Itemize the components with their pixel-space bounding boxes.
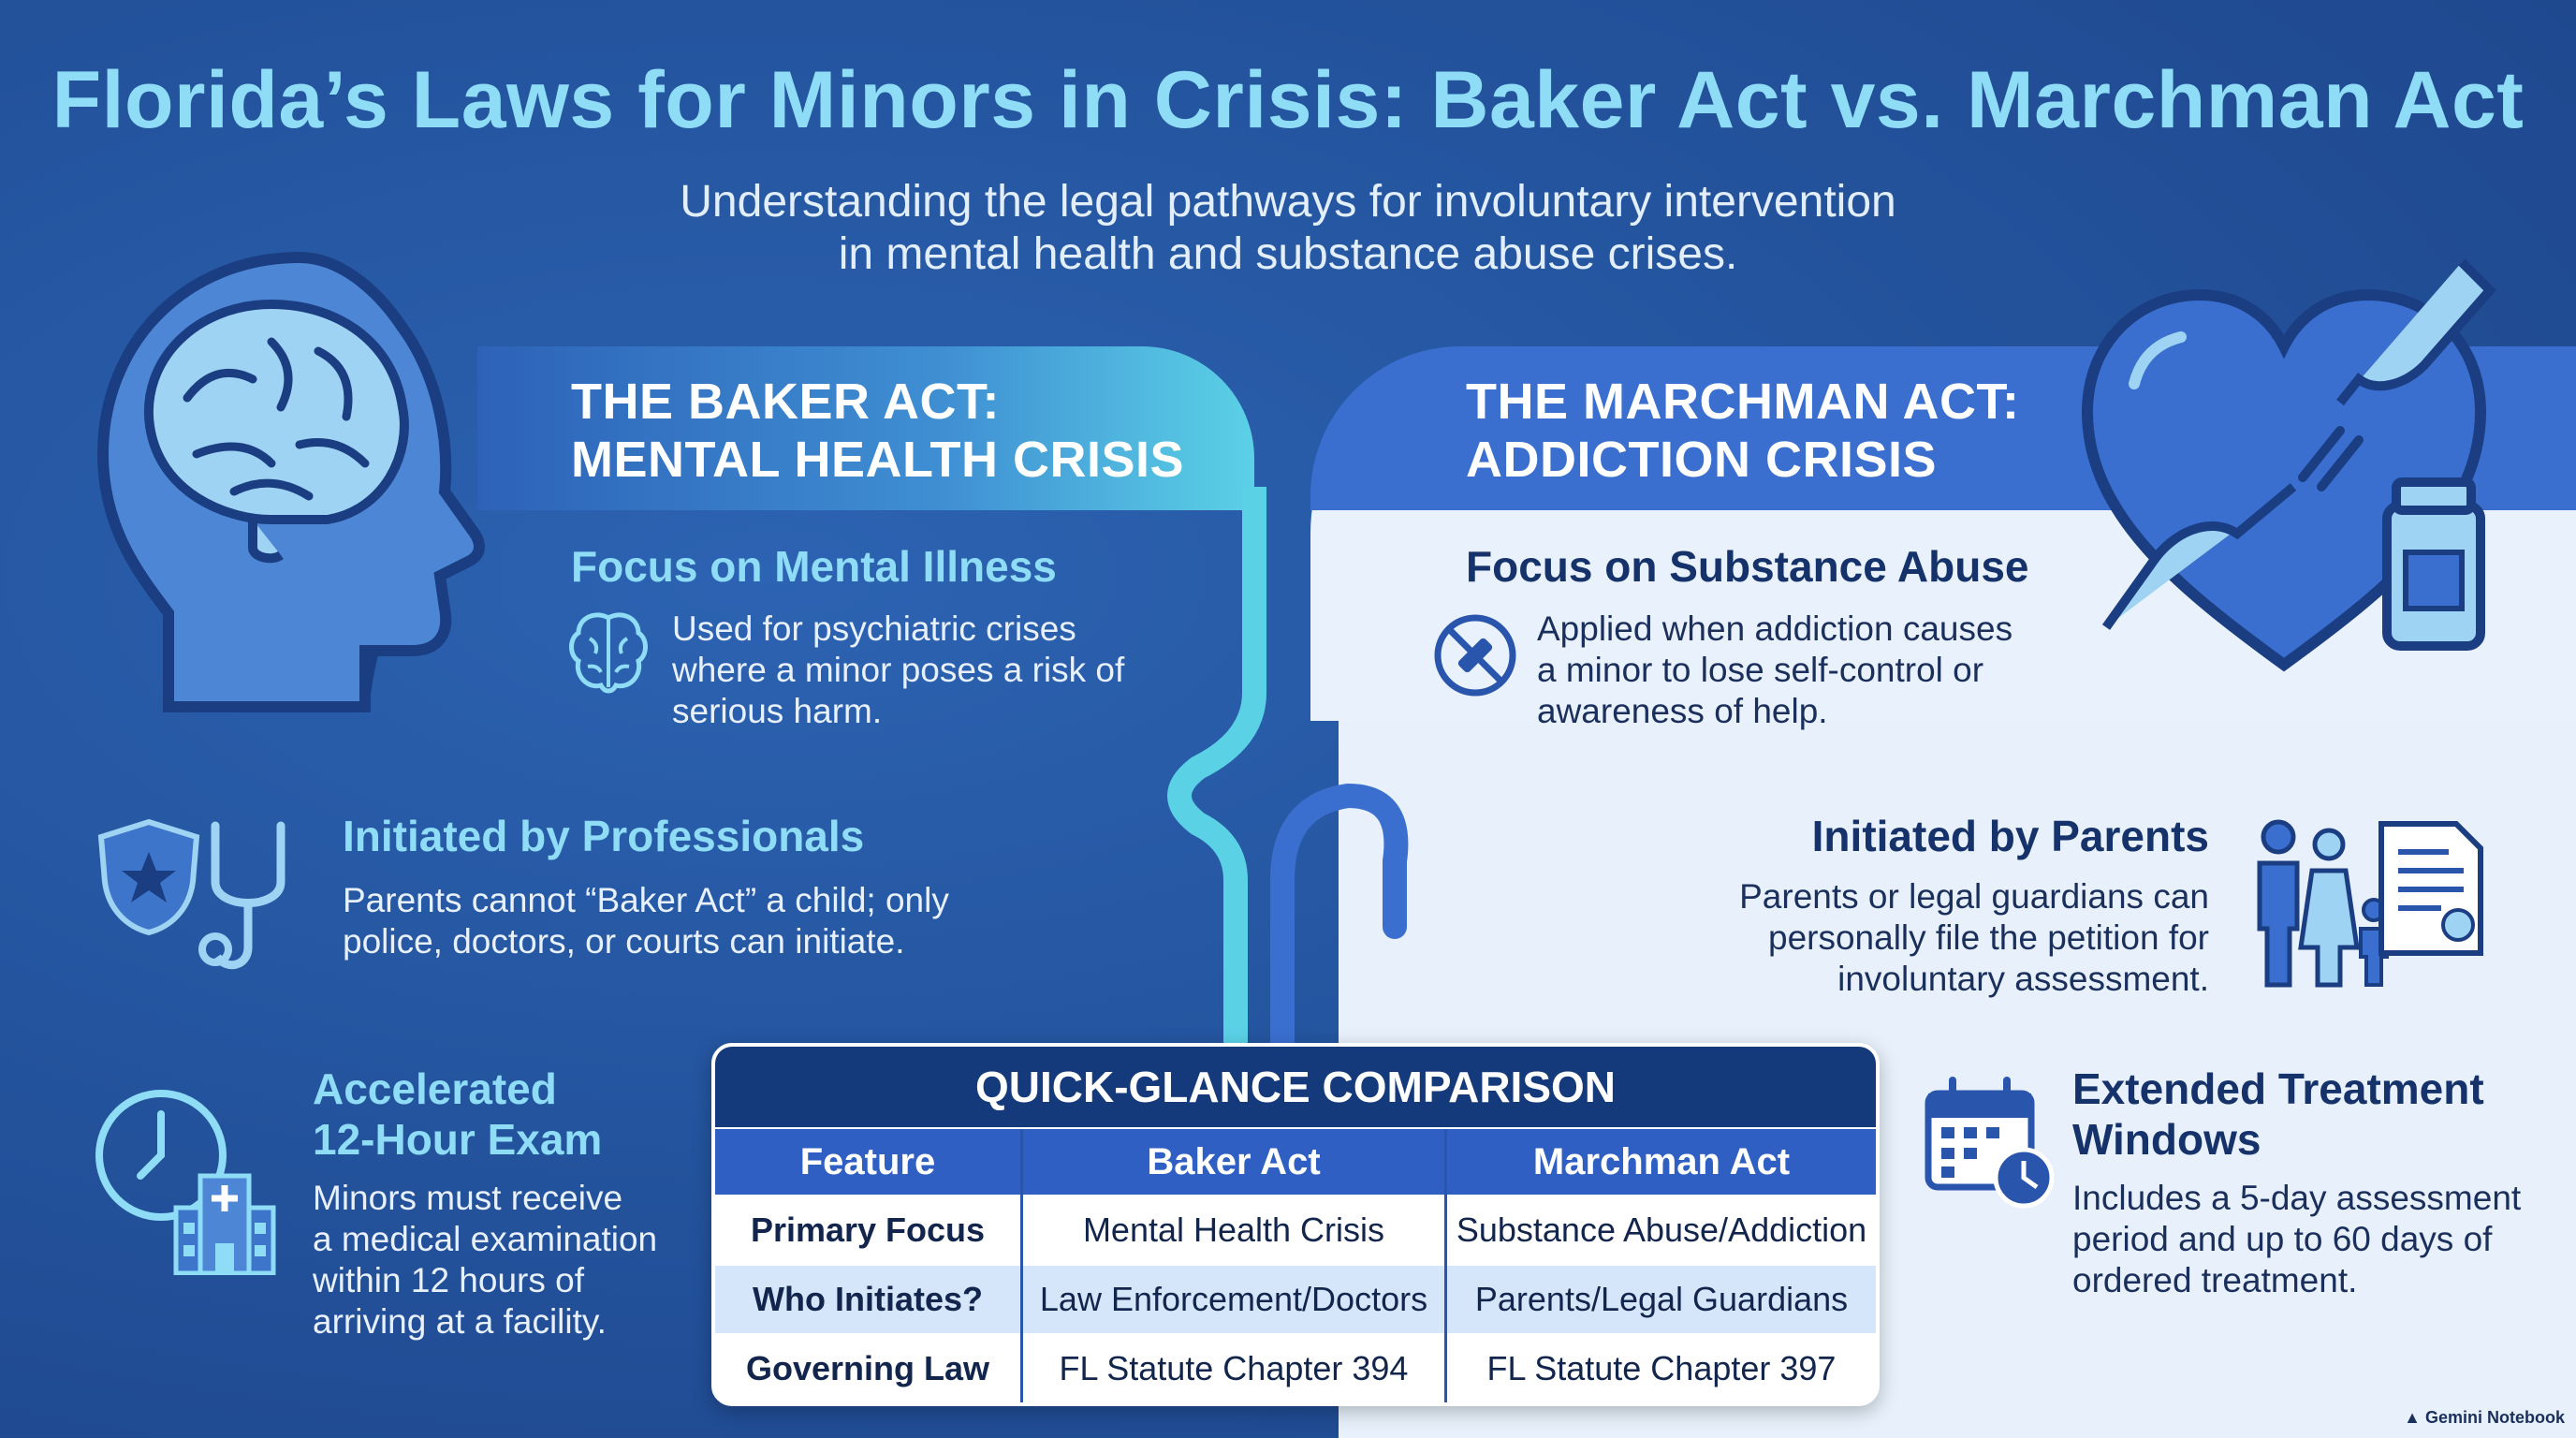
marchman-initiated-line-1: Parents or legal guardians can	[1739, 877, 2209, 916]
hospital-icon	[173, 1173, 276, 1275]
table-row-2-feature: Who Initiates?	[715, 1266, 1020, 1333]
table-row-1-marchman: Substance Abuse/Addiction	[1447, 1196, 1876, 1264]
brain-icon	[569, 612, 648, 694]
baker-exam-line-4: arriving at a facility.	[313, 1302, 607, 1341]
brand-icon: ▲	[2404, 1408, 2421, 1427]
table-divider-2	[1444, 1129, 1447, 1402]
marchman-initiated-title: Initiated by Parents	[1811, 812, 2209, 860]
police-badge-icon	[97, 818, 200, 936]
marchman-treatment-line-2: period and up to 60 days of	[2072, 1220, 2493, 1258]
table-row-3-baker: FL Statute Chapter 394	[1023, 1335, 1444, 1402]
comparison-table: QUICK-GLANCE COMPARISON Feature Baker Ac…	[711, 1043, 1880, 1406]
table-divider-1	[1020, 1129, 1023, 1402]
marchman-focus-title: Focus on Substance Abuse	[1466, 542, 2029, 591]
baker-focus-line-1: Used for psychiatric crises	[672, 609, 1076, 648]
marchman-header-line-1: THE MARCHMAN ACT:	[1466, 374, 2020, 430]
baker-header-band	[477, 346, 1254, 510]
table-row-3-feature: Governing Law	[715, 1335, 1020, 1402]
document-icon	[2378, 821, 2483, 956]
table-header-feature: Feature	[715, 1129, 1020, 1195]
marchman-treatment-line-1: Includes a 5-day assessment	[2072, 1179, 2522, 1217]
baker-initiated-line-2: police, doctors, or courts can initiate.	[343, 922, 905, 961]
brand-label: Gemini Notebook	[2424, 1408, 2565, 1427]
table-row-1-feature: Primary Focus	[715, 1196, 1020, 1264]
subtitle-line-2: in mental health and substance abuse cri…	[838, 229, 1738, 279]
marchman-focus-line-1: Applied when addiction causes	[1537, 609, 2013, 648]
marchman-treatment-title-line-1: Extended Treatment	[2072, 1064, 2484, 1113]
connector-ribbon	[1167, 487, 1409, 1067]
baker-initiated-title: Initiated by Professionals	[343, 812, 865, 860]
table-header-baker: Baker Act	[1023, 1129, 1444, 1195]
marchman-treatment-line-3: ordered treatment.	[2072, 1261, 2358, 1299]
marchman-initiated-line-3: involuntary assessment.	[1837, 960, 2209, 998]
stethoscope-icon	[198, 821, 285, 970]
baker-initiated-line-1: Parents cannot “Baker Act” a child; only	[343, 881, 949, 919]
clock-icon	[95, 1090, 227, 1221]
head-brain-icon	[96, 251, 485, 712]
marchman-treatment-title-line-2: Windows	[2072, 1115, 2261, 1164]
baker-exam-line-2: a medical examination	[313, 1220, 658, 1258]
table-header-marchman: Marchman Act	[1447, 1129, 1876, 1195]
family-icon	[2257, 819, 2389, 988]
baker-header-line-2: MENTAL HEALTH CRISIS	[571, 432, 1184, 488]
page-title: Florida’s Laws for Minors in Crisis: Bak…	[51, 55, 2525, 145]
table-title: QUICK-GLANCE COMPARISON	[715, 1047, 1876, 1127]
baker-focus-title: Focus on Mental Illness	[571, 542, 1057, 591]
baker-header-line-1: THE BAKER ACT:	[571, 374, 1000, 430]
table-row-2-marchman: Parents/Legal Guardians	[1447, 1266, 1876, 1333]
baker-exam-line-3: within 12 hours of	[313, 1261, 585, 1299]
baker-focus-line-3: serious harm.	[672, 692, 883, 730]
baker-exam-title-line-2: 12-Hour Exam	[313, 1115, 603, 1164]
table-row-2-baker: Law Enforcement/Doctors	[1023, 1266, 1444, 1333]
subtitle-line-1: Understanding the legal pathways for inv…	[680, 177, 1896, 227]
baker-focus-line-2: where a minor poses a risk of	[672, 651, 1125, 689]
marchman-focus-line-3: awareness of help.	[1537, 692, 1828, 730]
table-row-1-baker: Mental Health Crisis	[1023, 1196, 1444, 1264]
calendar-icon	[1925, 1077, 2055, 1209]
baker-exam-title-line-1: Accelerated	[313, 1064, 557, 1113]
heart-hands-icon	[2081, 258, 2496, 672]
footer-brand: ▲ Gemini Notebook	[2404, 1408, 2565, 1428]
baker-exam-line-1: Minors must receive	[313, 1179, 623, 1217]
table-row-3-marchman: FL Statute Chapter 397	[1447, 1335, 1876, 1402]
marchman-initiated-line-2: personally file the petition for	[1768, 918, 2209, 957]
no-drugs-icon	[1434, 614, 1516, 697]
marchman-header-line-2: ADDICTION CRISIS	[1466, 432, 1938, 488]
marchman-focus-line-2: a minor to lose self-control or	[1537, 651, 1984, 689]
